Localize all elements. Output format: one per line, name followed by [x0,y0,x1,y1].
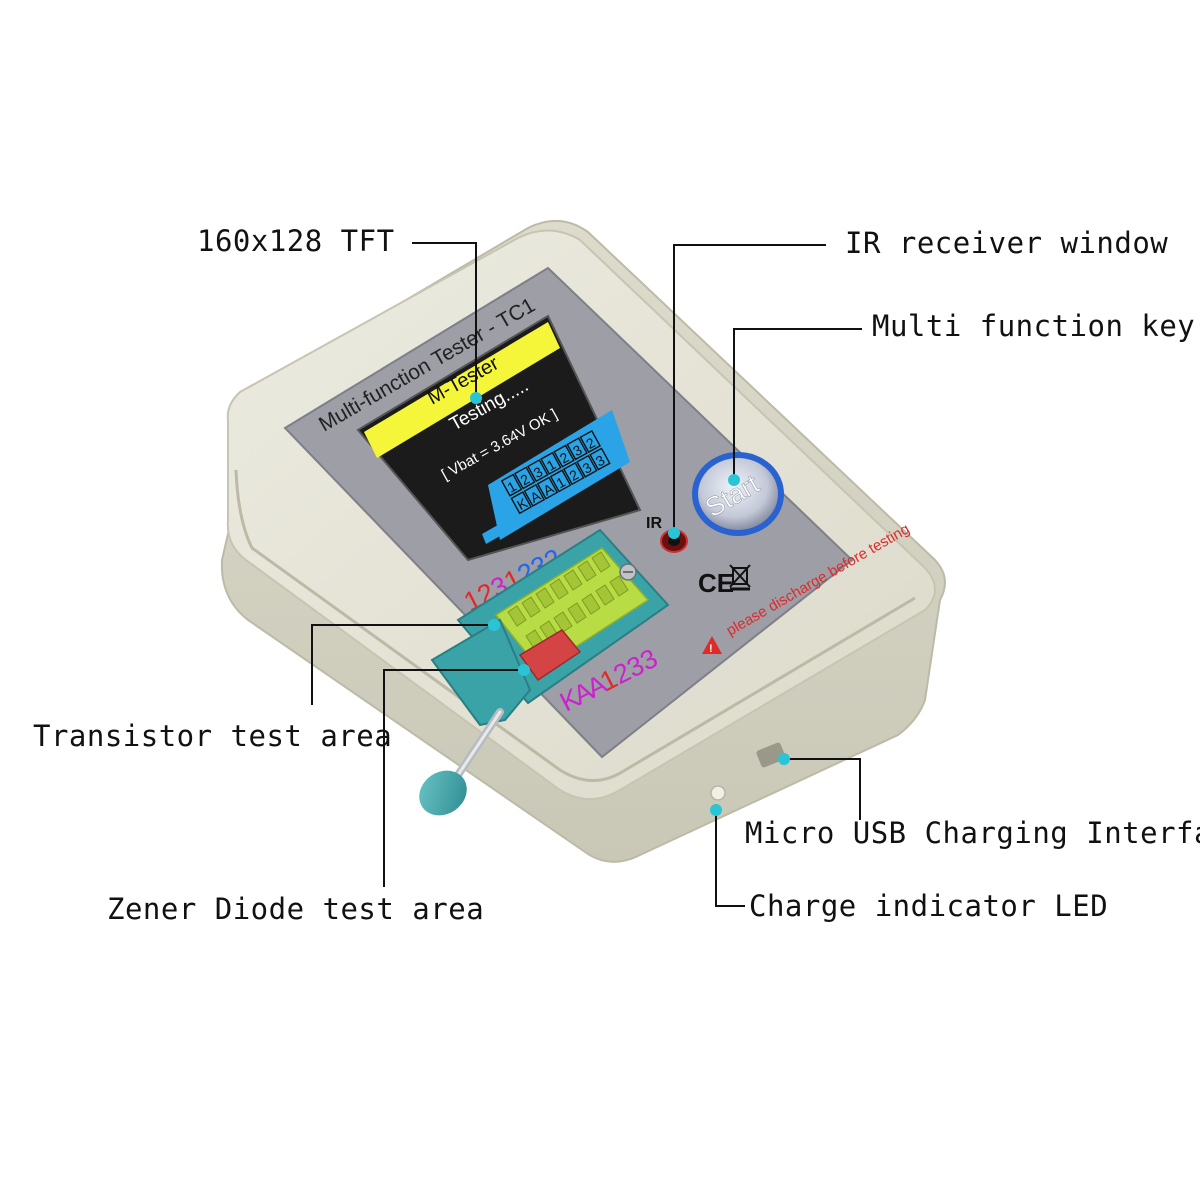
screen-pin-box [566,437,588,461]
socket-contact-slot [591,551,611,573]
leader-lines [311,242,862,907]
micro-usb-port [756,742,786,768]
callout-ir-receiver: IR receiver window [845,226,1169,260]
screen-pin-box [536,476,559,500]
screen-pin-box [562,462,585,486]
socket-contact-slot [577,560,597,582]
callout-usb-interface: Micro USB Charging Interface [745,816,1200,850]
socket-contact-slot [507,605,527,627]
callout-zener-area: Zener Diode test area [107,892,485,926]
socket-contact-slot [609,575,629,597]
screen-pin-box [510,491,532,515]
callout-tft: 160x128 TFT [197,224,395,258]
screen-pin-box [553,444,575,468]
callout-transistor-area: Transistor test area [33,719,393,753]
screen-pin-box [523,483,546,507]
callout-multi-key: Multi function key [872,309,1196,343]
socket-contact-slot [563,569,583,591]
socket-contact-slot [595,584,615,606]
ce-mark: CE [698,568,734,598]
socket-contact-slot [567,602,587,624]
screen-pin-box [549,469,572,493]
socket-contact-slot [535,587,555,609]
tft-display: M-Tester Testing..... [ Vbat = 3.64V OK … [356,314,642,562]
zif-socket[interactable] [430,528,670,727]
weee-bin-icon [729,564,751,591]
screen-pin-box [527,459,549,483]
start-button[interactable]: Start [692,452,784,536]
screen-pin-box [540,451,562,475]
screen-pin-box [513,466,536,490]
screen-pin-box [500,473,523,497]
socket-contact-slot [553,611,573,633]
warning-icon: ! [702,636,722,655]
callout-charge-led: Charge indicator LED [749,889,1109,923]
marker-dots [470,392,790,816]
ir-label: IR [646,515,662,532]
svg-text:!: ! [709,643,713,655]
zener-contacts [518,629,582,682]
socket-contact-slot [549,578,569,600]
socket-contact-slot [581,593,601,615]
zif-lever[interactable] [410,708,504,825]
screen-pin-box [589,447,611,471]
socket-contacts [507,551,629,651]
charge-led [710,785,726,801]
screen-pin-box [576,454,598,478]
screen-pin-box [579,429,602,454]
socket-contact-slot [521,596,541,618]
